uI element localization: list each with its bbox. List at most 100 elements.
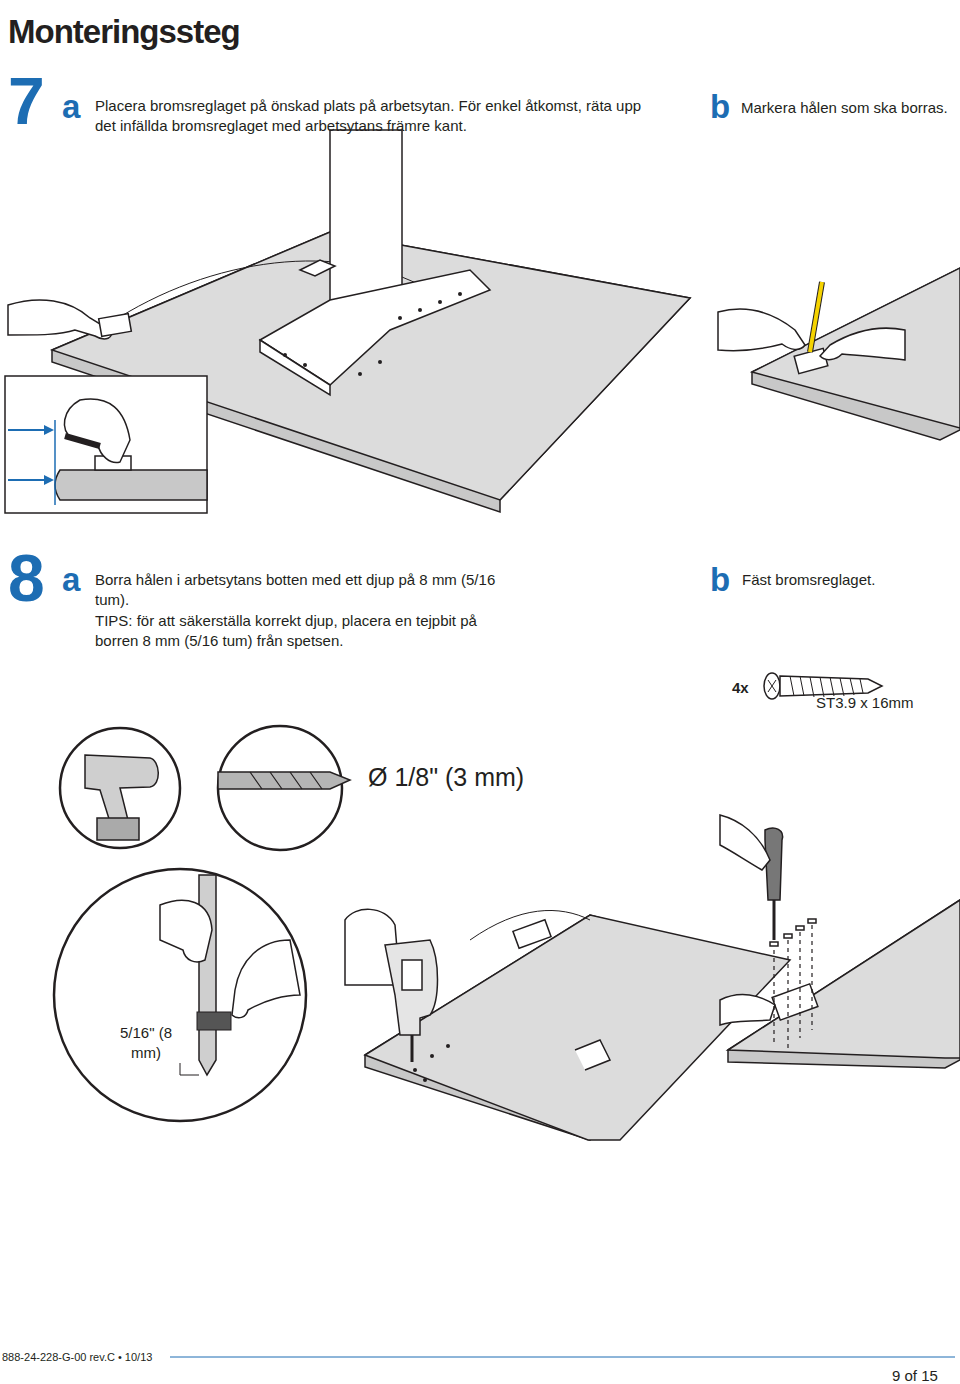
drill-step8a-part-part <box>430 1054 434 1058</box>
drill-bit-icon-part <box>218 772 350 789</box>
screwdriver-step8b-part-part <box>770 942 778 946</box>
table-leg-part-part <box>358 372 362 376</box>
tape-detail-part <box>160 900 212 962</box>
detail-inset-part <box>5 376 207 513</box>
hands-step7b-part <box>810 282 822 352</box>
table-step8b-part <box>728 900 960 1068</box>
substep-letter: b <box>710 90 730 123</box>
step-number: 8 <box>8 545 45 611</box>
screwdriver-step8b-part <box>773 900 776 940</box>
table-step8b-part <box>728 900 960 1058</box>
table-leg-part <box>300 260 335 276</box>
instruction-text: Borra hålen i arbetsytans botten med ett… <box>95 570 515 609</box>
part-name: ST3.9 x 16mm <box>816 693 914 713</box>
tape-detail-part <box>180 1075 199 1076</box>
table-step8a-part <box>513 920 551 949</box>
drill-icon-part <box>97 818 139 840</box>
substep-letter: a <box>62 90 80 123</box>
detail-inset-part <box>44 425 54 435</box>
drill-step8a-part-part <box>423 1078 427 1082</box>
substep-letter: b <box>710 563 730 596</box>
screwdriver-step8b-part <box>720 815 770 870</box>
drill-step8a-part <box>402 960 422 990</box>
footer-rule <box>170 1357 955 1358</box>
detail-inset-part <box>8 479 48 481</box>
table-step8a-part <box>365 915 790 1140</box>
drill-step8a-part <box>411 1035 414 1062</box>
instruction-text: Fäst bromsreglaget. <box>742 570 952 590</box>
screwdriver-step8b-part-part <box>796 926 804 930</box>
table-step8a <box>365 910 790 1140</box>
page-title: Monteringssteg <box>8 14 240 50</box>
footer-rule-part <box>170 1357 955 1358</box>
instruction-text: Markera hålen som ska borras. <box>741 98 956 118</box>
screwdriver-step8b-part <box>774 925 812 1050</box>
drill-step8a-part <box>385 940 438 1035</box>
instruction-text: Placera bromsreglaget på önskad plats på… <box>95 96 655 135</box>
dimension-label: Ø 1/8" (3 mm) <box>368 764 524 792</box>
hands-step7b-part <box>820 328 905 360</box>
table-leg-part-part <box>418 308 422 312</box>
tape-detail-part <box>197 1012 231 1030</box>
screwdriver-step8b-part-part <box>799 932 800 1038</box>
drill-icon <box>60 728 180 848</box>
drill-step8a-part-part <box>413 1068 417 1072</box>
detail-inset <box>5 376 207 513</box>
quantity-label: 4x <box>732 678 749 698</box>
hands-step7b-part <box>718 309 805 351</box>
detail-inset-part <box>55 470 207 500</box>
table-step8b <box>720 900 960 1068</box>
dimension-label: 5/16" (8 mm) <box>112 1023 180 1062</box>
table-leg-part-part <box>438 300 442 304</box>
table-leg-part-part <box>283 353 287 357</box>
drill-bit-icon-part <box>250 772 322 789</box>
screwdriver-step8b-part <box>770 919 816 946</box>
screw-icon-part <box>768 680 776 692</box>
screwdriver-step8b-part-part <box>773 950 774 1045</box>
tape-detail <box>54 869 306 1121</box>
table-leg-part-part <box>378 360 382 364</box>
table-leg-part-part <box>398 316 402 320</box>
screw-icon-part <box>764 673 780 699</box>
drill-step8a <box>345 909 450 1082</box>
detail-inset-part <box>64 399 130 462</box>
tape-detail-part <box>232 940 300 1018</box>
page-number: 9 of 15 <box>892 1366 938 1384</box>
table-step8b-part <box>772 984 818 1020</box>
hand-step7a-part <box>8 300 111 339</box>
table-leg-part <box>283 292 462 376</box>
detail-inset-part <box>54 420 56 505</box>
table-leg <box>260 130 490 395</box>
table-step7b <box>752 268 960 440</box>
step-number: 7 <box>8 68 45 134</box>
document-number: 888-24-228-G-00 rev.C • 10/13 <box>2 1350 152 1364</box>
tape-detail-part <box>180 1063 181 1075</box>
screw-icon-part <box>780 676 882 696</box>
screw-icon-part <box>790 676 863 697</box>
screwdriver-step8b <box>720 815 816 1050</box>
hand-step7a-part <box>99 314 132 337</box>
hand-step7a <box>8 300 131 339</box>
table-leg-part-part <box>458 292 462 296</box>
detail-inset-part <box>8 429 48 431</box>
screwdriver-step8b-part-part <box>787 940 788 1050</box>
tip-text: TIPS: för att säkerställa korrekt djup, … <box>95 611 515 650</box>
hands-step7b-part <box>810 282 822 352</box>
screwdriver-step8b-part-part <box>811 925 812 1030</box>
table-leg-part-part <box>303 363 307 367</box>
drill-step8a-part <box>413 1044 450 1082</box>
detail-inset-part <box>44 475 54 485</box>
table-step7b-part <box>752 268 960 440</box>
drill-icon-part <box>85 755 158 822</box>
substep-letter: a <box>62 563 80 596</box>
tape-detail-part <box>199 875 216 1075</box>
detail-inset-part <box>65 436 100 446</box>
drill-step8a-part-part <box>446 1044 450 1048</box>
table-step8b-part <box>720 995 775 1025</box>
table-step8a-part <box>575 1040 610 1070</box>
drill-icon-part <box>60 728 180 848</box>
hands-step7b <box>718 282 905 360</box>
table-leg-part <box>330 130 402 310</box>
screwdriver-step8b-part-part <box>808 919 816 923</box>
